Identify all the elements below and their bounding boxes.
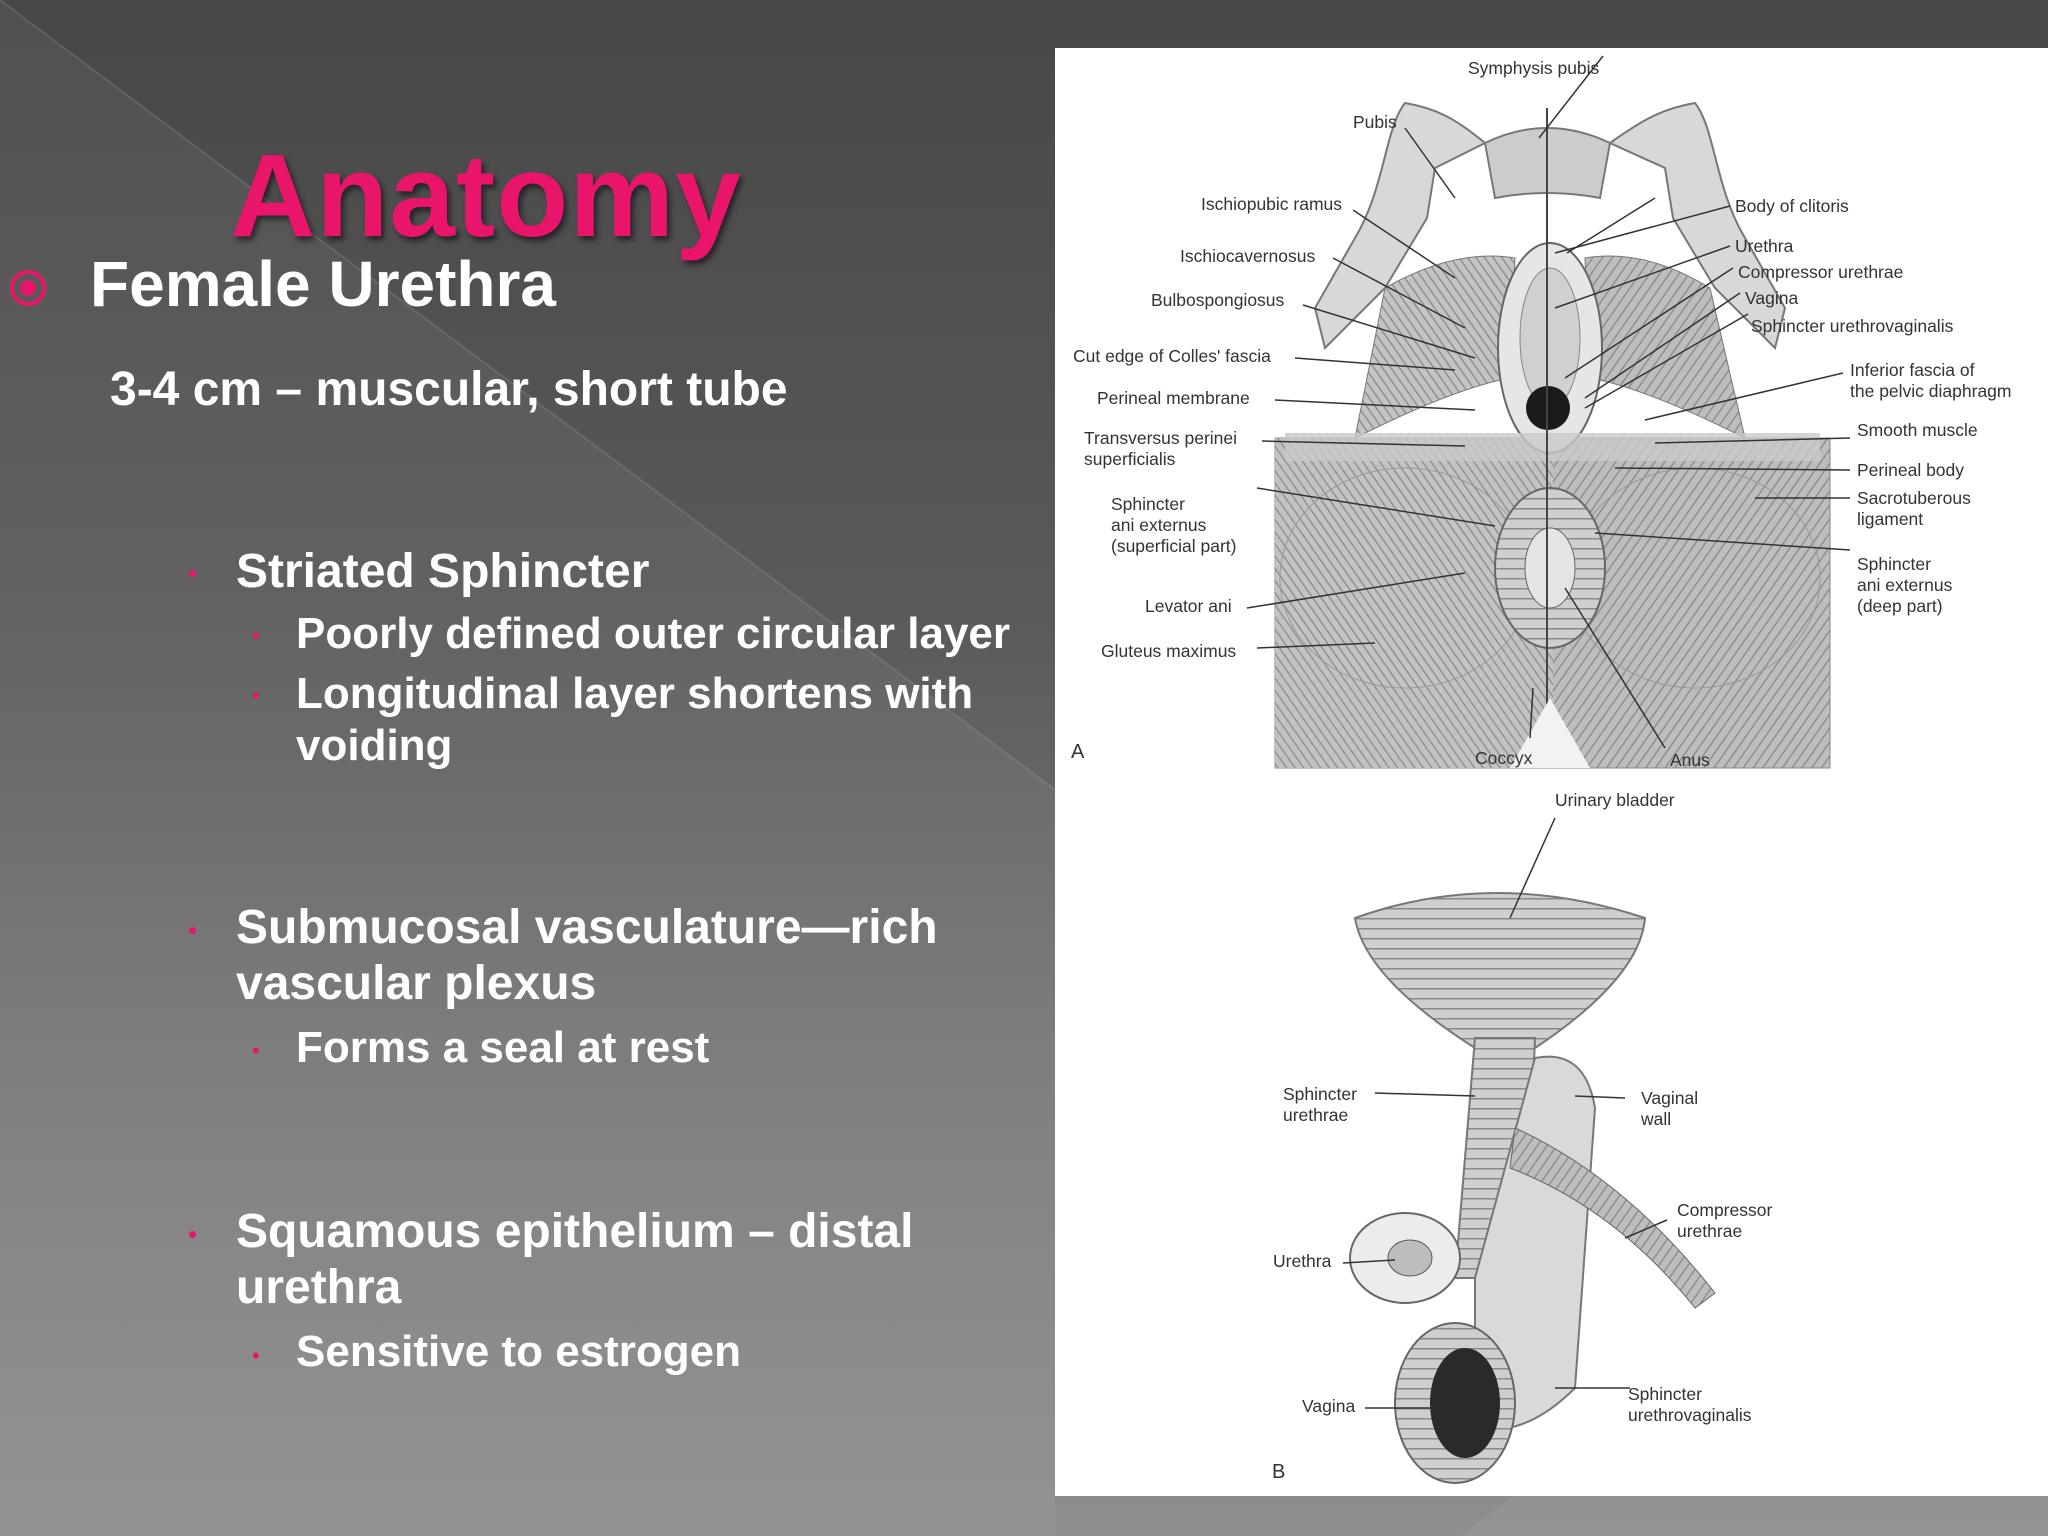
label-sphincter-urethrovaginalis-b: Sphincter urethrovaginalis: [1628, 1384, 1752, 1425]
section-heading: Female Urethra: [90, 248, 556, 320]
anatomy-figure: Symphysis pubis Pubis Ischiopubic ramus …: [1055, 48, 2048, 1496]
bullet-striated-sphincter: Striated Sphincter: [236, 545, 650, 598]
sub-bullet-dot: •: [252, 1343, 260, 1368]
sub-bullet-dot: •: [252, 623, 260, 648]
panel-a-letter: A: [1071, 741, 1085, 763]
bullet-dot: •: [188, 558, 198, 588]
label-bulbospongiosus: Bulbospongiosus: [1151, 290, 1285, 310]
label-colles-fascia: Cut edge of Colles' fascia: [1073, 346, 1271, 366]
sub-bullet-dot: •: [252, 1038, 260, 1063]
label-ischiocavernosus: Ischiocavernosus: [1180, 246, 1316, 266]
label-levator-ani: Levator ani: [1145, 596, 1232, 616]
label-vaginal-wall: Vaginal wall: [1641, 1088, 1699, 1129]
label-urethra: Urethra: [1735, 236, 1794, 256]
label-vagina: Vagina: [1745, 288, 1799, 308]
anatomy-drawing: [1246, 55, 1851, 1484]
panel-b-letter: B: [1272, 1461, 1286, 1483]
sub-bullet-longitudinal: Longitudinal layer shortens with voiding: [296, 669, 974, 770]
label-coccyx: Coccyx: [1475, 748, 1533, 768]
label-anus: Anus: [1670, 750, 1710, 770]
label-pubis: Pubis: [1353, 112, 1397, 132]
bullet-dot: •: [188, 1219, 198, 1249]
subheading: 3-4 cm – muscular, short tube: [110, 363, 788, 416]
label-compressor-urethrae-b: Compressor urethrae: [1677, 1200, 1773, 1241]
sub-bullet-estrogen: Sensitive to estrogen: [296, 1327, 742, 1376]
label-sphincter-ani-deep: Sphincter ani externus (deep part): [1857, 554, 1953, 616]
label-body-of-clitoris: Body of clitoris: [1735, 196, 1849, 216]
sub-bullet-dot: •: [252, 683, 260, 708]
label-perineal-body: Perineal body: [1857, 460, 1965, 480]
bullet-submucosal: Submucosal vasculature—rich vascular ple…: [236, 901, 938, 1010]
label-sphincter-urethrovaginalis: Sphincter urethrovaginalis: [1751, 316, 1954, 336]
label-sphincter-ani-superficial: Sphincter ani externus (superficial part…: [1111, 494, 1237, 556]
bullet-squamous: Squamous epithelium – distal urethra: [236, 1205, 914, 1314]
label-inferior-fascia: Inferior fascia of the pelvic diaphragm: [1850, 360, 2012, 401]
label-smooth-muscle: Smooth muscle: [1857, 420, 1978, 440]
label-sacrotuberous: Sacrotuberous ligament: [1857, 488, 1971, 529]
label-perineal-membrane: Perineal membrane: [1097, 388, 1250, 408]
slide-title: Anatomy: [230, 130, 742, 262]
label-sphincter-urethrae: Sphincter urethrae: [1283, 1084, 1357, 1125]
label-vagina-b: Vagina: [1302, 1396, 1356, 1416]
label-symphysis-pubis: Symphysis pubis: [1468, 58, 1600, 78]
sub-bullet-outer-circular: Poorly defined outer circular layer: [296, 609, 1011, 658]
label-urinary-bladder: Urinary bladder: [1555, 790, 1675, 810]
label-urethra-b: Urethra: [1273, 1251, 1332, 1271]
sub-bullet-seal: Forms a seal at rest: [296, 1023, 710, 1072]
panel-b-drawing: [1342, 817, 1716, 1484]
target-bullet-icon: [10, 270, 46, 306]
label-transversus-perinei: Transversus perinei superficialis: [1084, 428, 1238, 469]
bullet-dot: •: [188, 915, 198, 945]
panel-a-drawing: [1246, 55, 1851, 769]
label-ischiopubic-ramus: Ischiopubic ramus: [1201, 194, 1343, 214]
label-gluteus-maximus: Gluteus maximus: [1101, 641, 1237, 661]
label-compressor-urethrae: Compressor urethrae: [1738, 262, 1904, 282]
